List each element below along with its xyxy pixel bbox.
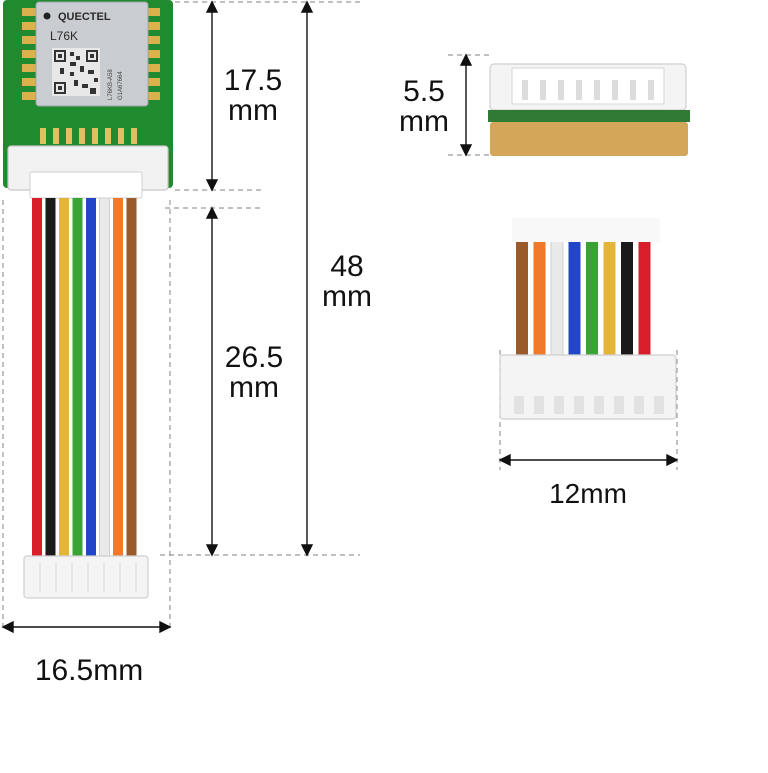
dim-module-width: 16.5mm: [34, 654, 144, 687]
connector-side-view: [488, 63, 690, 156]
wire-right-7: [621, 236, 633, 358]
wire-left-7: [113, 198, 123, 558]
module-part-line-1: L76KB-A58: [108, 69, 114, 100]
module-model: L76K: [50, 29, 78, 43]
cable-wires-right: [516, 235, 651, 359]
dim-connector-width: 12mm: [549, 478, 627, 509]
wire-right-3: [550, 235, 564, 359]
dim-total-height: 48 mm: [312, 252, 382, 312]
wire-left-1: [32, 198, 42, 558]
plug-bottom-ridges: [39, 562, 137, 592]
dim-connector-height-value: 5.5: [403, 75, 445, 108]
wire-left-6: [99, 197, 110, 559]
wire-left-3: [59, 198, 69, 558]
module-part-line-2: G1A67664: [118, 71, 124, 100]
module-pads-right: [146, 8, 160, 100]
cable-plug-top: [29, 171, 143, 199]
wire-right-2: [533, 236, 546, 358]
dim-total-height-value: 48: [330, 250, 364, 283]
dim-total-height-unit: mm: [322, 280, 372, 313]
connector-metal-base: [490, 122, 688, 156]
wire-left-5: [86, 198, 96, 558]
gps-module-board: QUECTEL L76K L76KB-A58 G1A67664: [3, 0, 173, 199]
wire-left-8: [126, 198, 137, 558]
dim-module-height-unit: mm: [228, 94, 278, 127]
plug-wire-collar: [512, 218, 660, 242]
dimension-arrows: [1, 0, 679, 634]
pin1-dot: [43, 12, 51, 20]
plug-housing: [499, 354, 677, 420]
wire-right-4: [568, 236, 581, 358]
wire-right-1: [516, 236, 528, 358]
dim-cable-length-unit: mm: [229, 371, 279, 404]
dim-cable-length: 26.5 mm: [214, 343, 294, 403]
header-pins: [40, 128, 137, 144]
wire-left-4: [72, 198, 83, 558]
connector-pcb-edge: [488, 110, 690, 122]
dim-connector-height: 5.5 mm: [390, 77, 458, 137]
module-pads-left: [22, 8, 36, 100]
wire-right-8: [638, 236, 651, 358]
cable-plug-bottom: [23, 555, 149, 599]
cable-wires-left: [32, 197, 137, 559]
dim-connector-height-unit: mm: [399, 105, 449, 138]
dim-module-height: 17.5 mm: [218, 66, 288, 126]
wire-right-5: [586, 236, 598, 358]
qr-code-icon: [52, 48, 100, 96]
cable-plug-front-view: [499, 218, 677, 420]
dim-module-height-value: 17.5: [223, 64, 283, 97]
wire-right-6: [603, 236, 616, 358]
module-brand: QUECTEL: [58, 11, 111, 23]
dim-cable-length-value: 26.5: [224, 341, 284, 374]
wire-left-2: [45, 198, 56, 558]
